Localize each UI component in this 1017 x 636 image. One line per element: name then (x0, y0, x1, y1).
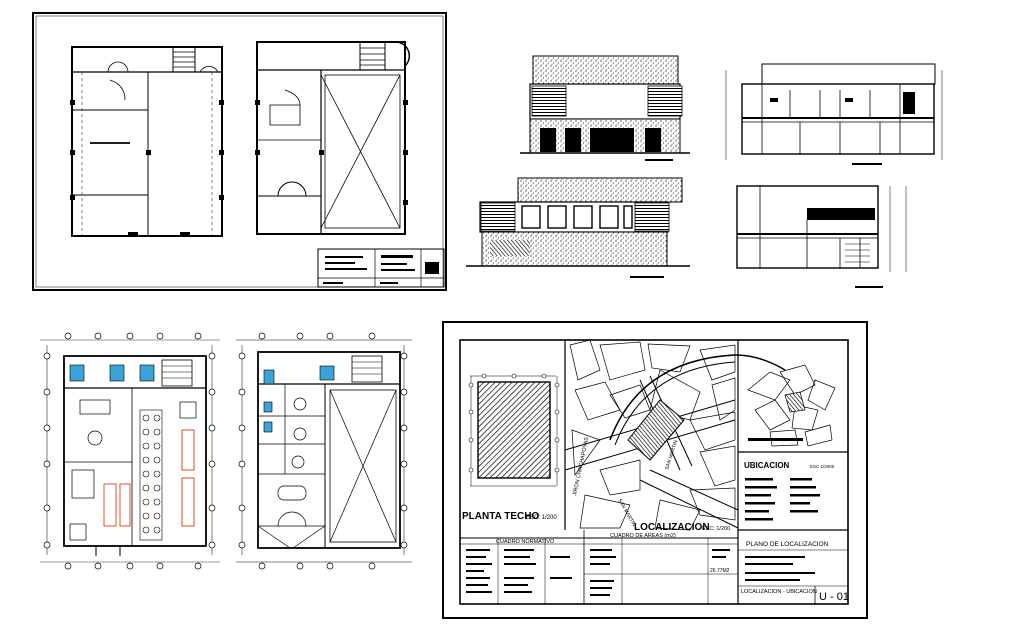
furnished-second-floor-plan (236, 332, 412, 570)
cuadro-areas-header: CUADRO DE AREAS (m2) (610, 533, 676, 539)
area-total-value: 26.77M2 (710, 568, 730, 574)
ubicacion-map (747, 364, 836, 447)
cuadro-tables: CUADRO NORMATIVO CUADRO DE AREAS (m2) 26… (460, 530, 738, 604)
location-sheet: PLANTA TECHO ESC: 1/200 (442, 321, 868, 619)
title-block-2: PLANO DE LOCALIZACION LOCALIZACION - UBI… (738, 541, 849, 604)
floor-plans-sheet (32, 12, 447, 291)
ubicacion-scale: ESC 1/2000 (810, 464, 835, 469)
longitudinal-section-a (725, 63, 943, 165)
roof-plan: PLANTA TECHO ESC: 1/200 (462, 373, 560, 522)
front-elevation (520, 55, 690, 161)
sheet-number: U - 01 (819, 591, 849, 603)
plan-name: PLANO DE LOCALIZACION (746, 541, 829, 548)
rear-elevation (466, 177, 690, 278)
first-floor-plan (70, 46, 224, 237)
sheet-caption: LOCALIZACION - UBICACION (741, 589, 817, 595)
project-info-block (745, 478, 820, 521)
second-floor-plan (255, 41, 411, 235)
cross-section-b (736, 185, 907, 288)
cuadro-normativo-header: CUADRO NORMATIVO (496, 539, 555, 545)
title-block-1 (317, 248, 445, 288)
roof-plan-title: PLANTA TECHO (462, 511, 539, 522)
ubicacion-title: UBICACION (744, 461, 790, 470)
location-scale: ESC: 1/200 (702, 526, 730, 532)
roof-plan-scale: ESC: 1/200 (526, 515, 557, 521)
furnished-first-floor-plan (40, 332, 220, 570)
location-title: LOCALIZACION (634, 522, 710, 533)
